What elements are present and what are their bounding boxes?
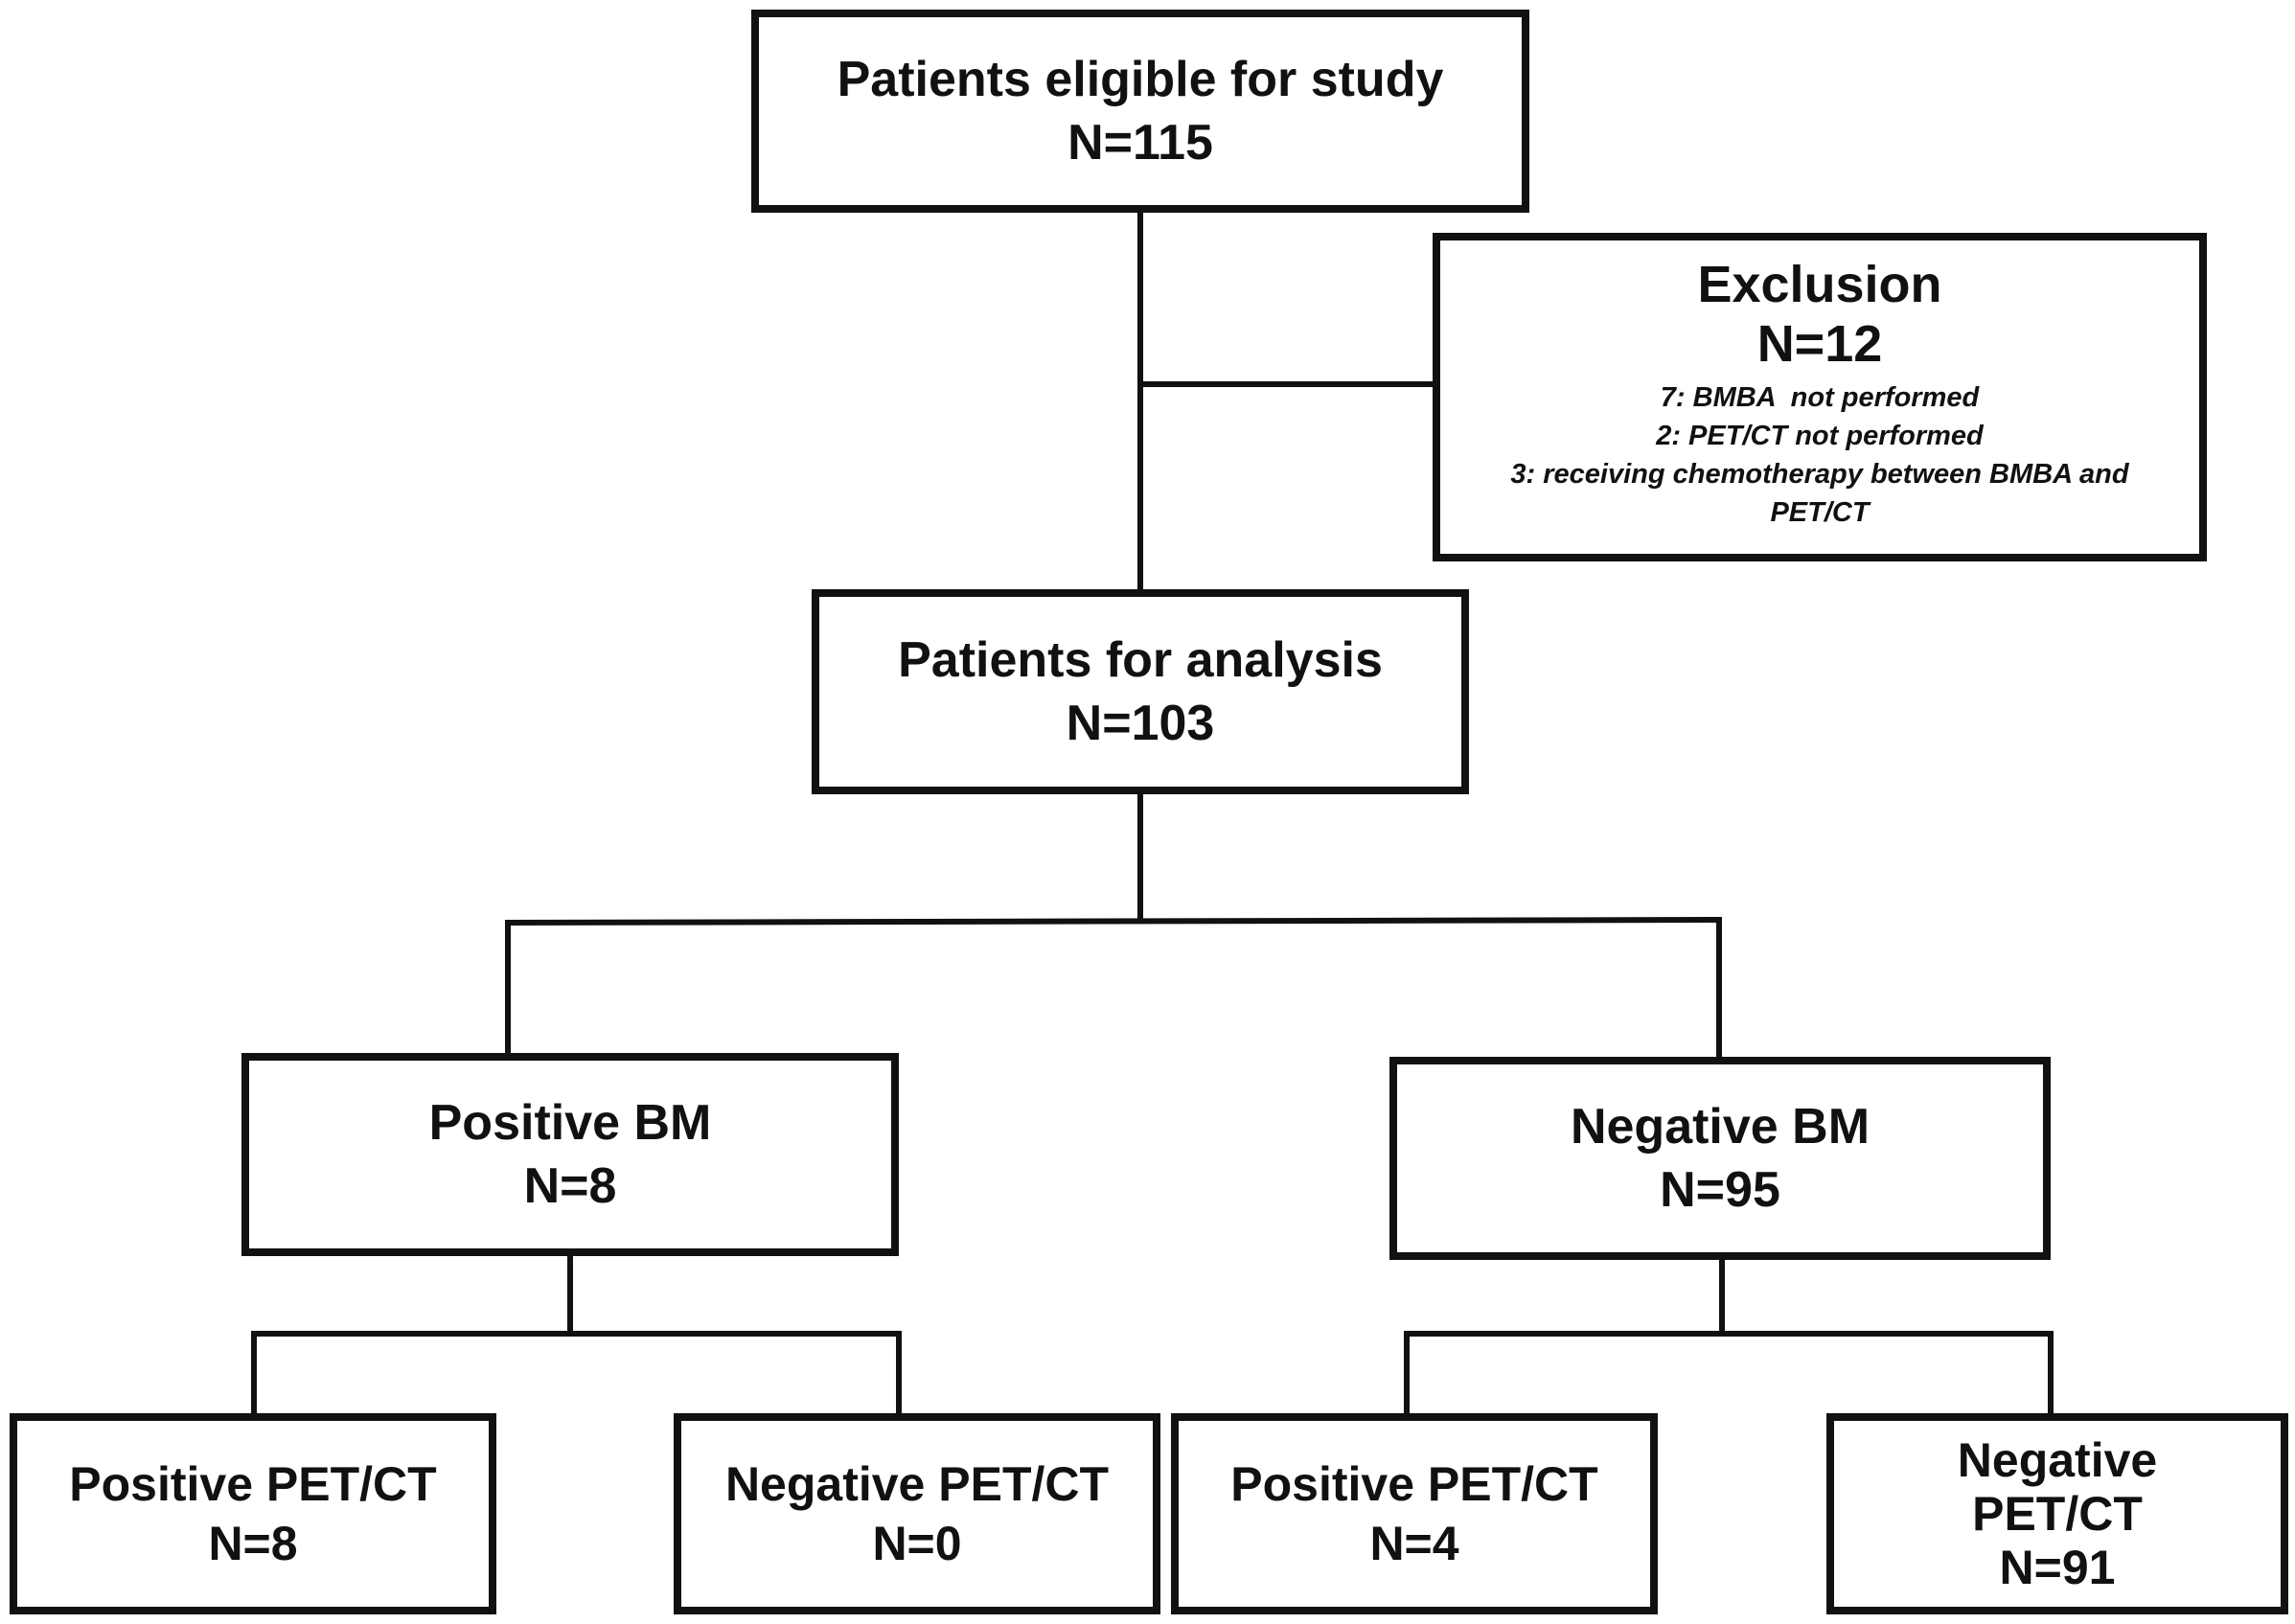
line-split-horizontal xyxy=(504,916,1723,926)
neg-bm-positive-pet-title: Positive PET/CT xyxy=(1230,1457,1598,1511)
neg-bm-positive-pet-box: Positive PET/CT N=4 xyxy=(1171,1413,1658,1614)
pos-bm-negative-pet-title: Negative PET/CT xyxy=(724,1457,1110,1511)
neg-bm-negative-pet-box: Negative PET/CT N=91 xyxy=(1826,1413,2288,1614)
analysis-title: Patients for analysis xyxy=(898,632,1383,688)
pos-bm-positive-pet-count: N=8 xyxy=(208,1517,298,1570)
exclusion-title: Exclusion xyxy=(1697,256,1942,313)
neg-bm-positive-pet-count: N=4 xyxy=(1369,1517,1459,1570)
eligible-count: N=115 xyxy=(1067,115,1213,171)
pos-bm-negative-pet-box: Negative PET/CT N=0 xyxy=(674,1413,1160,1614)
pos-bm-positive-pet-title: Positive PET/CT xyxy=(69,1457,437,1511)
neg-bm-negative-pet-count: N=91 xyxy=(1999,1541,2116,1594)
neg-bm-negative-pet-title-line2: PET/CT xyxy=(1972,1487,2143,1541)
negative-bm-count: N=95 xyxy=(1660,1162,1780,1218)
exclusion-reason-3: 3: receiving chemotherapy between BMBA a… xyxy=(1510,459,2129,490)
analysis-box: Patients for analysis N=103 xyxy=(812,589,1469,794)
exclusion-box: Exclusion N=12 7: BMBA not performed 2: … xyxy=(1433,233,2207,561)
eligible-box: Patients eligible for study N=115 xyxy=(751,10,1529,213)
exclusion-count: N=12 xyxy=(1756,315,1883,373)
positive-bm-title: Positive BM xyxy=(428,1095,712,1151)
exclusion-reason-2: 2: PET/CT not performed xyxy=(1656,421,1984,451)
pos-bm-negative-pet-count: N=0 xyxy=(872,1517,962,1570)
exclusion-reason-1: 7: BMBA not performed xyxy=(1660,382,1980,413)
eligible-title: Patients eligible for study xyxy=(837,52,1444,107)
neg-bm-negative-pet-title-line1: Negative xyxy=(1957,1433,2158,1487)
analysis-count: N=103 xyxy=(1066,696,1215,751)
exclusion-reason-3-cont: PET/CT xyxy=(1770,497,1870,528)
pos-bm-positive-pet-box: Positive PET/CT N=8 xyxy=(10,1413,496,1614)
negative-bm-title: Negative BM xyxy=(1570,1099,1870,1155)
negative-bm-box: Negative BM N=95 xyxy=(1389,1057,2051,1260)
positive-bm-count: N=8 xyxy=(523,1158,617,1214)
positive-bm-box: Positive BM N=8 xyxy=(241,1053,899,1256)
